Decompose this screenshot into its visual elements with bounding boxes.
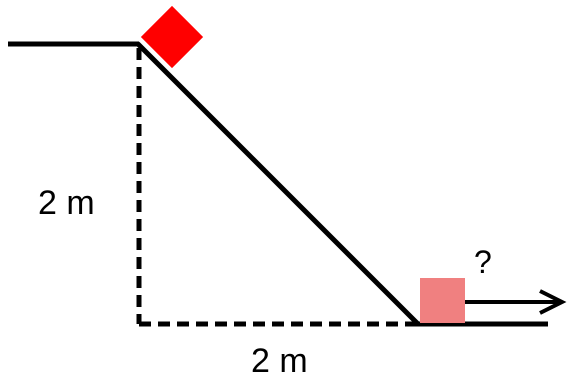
unknown-speed-label: ? — [474, 244, 492, 280]
arrow-right-icon — [465, 289, 567, 315]
incline-line — [135, 41, 421, 327]
block-bottom — [420, 278, 465, 323]
height-label: 2 m — [38, 184, 95, 222]
width-label: 2 m — [251, 342, 308, 380]
